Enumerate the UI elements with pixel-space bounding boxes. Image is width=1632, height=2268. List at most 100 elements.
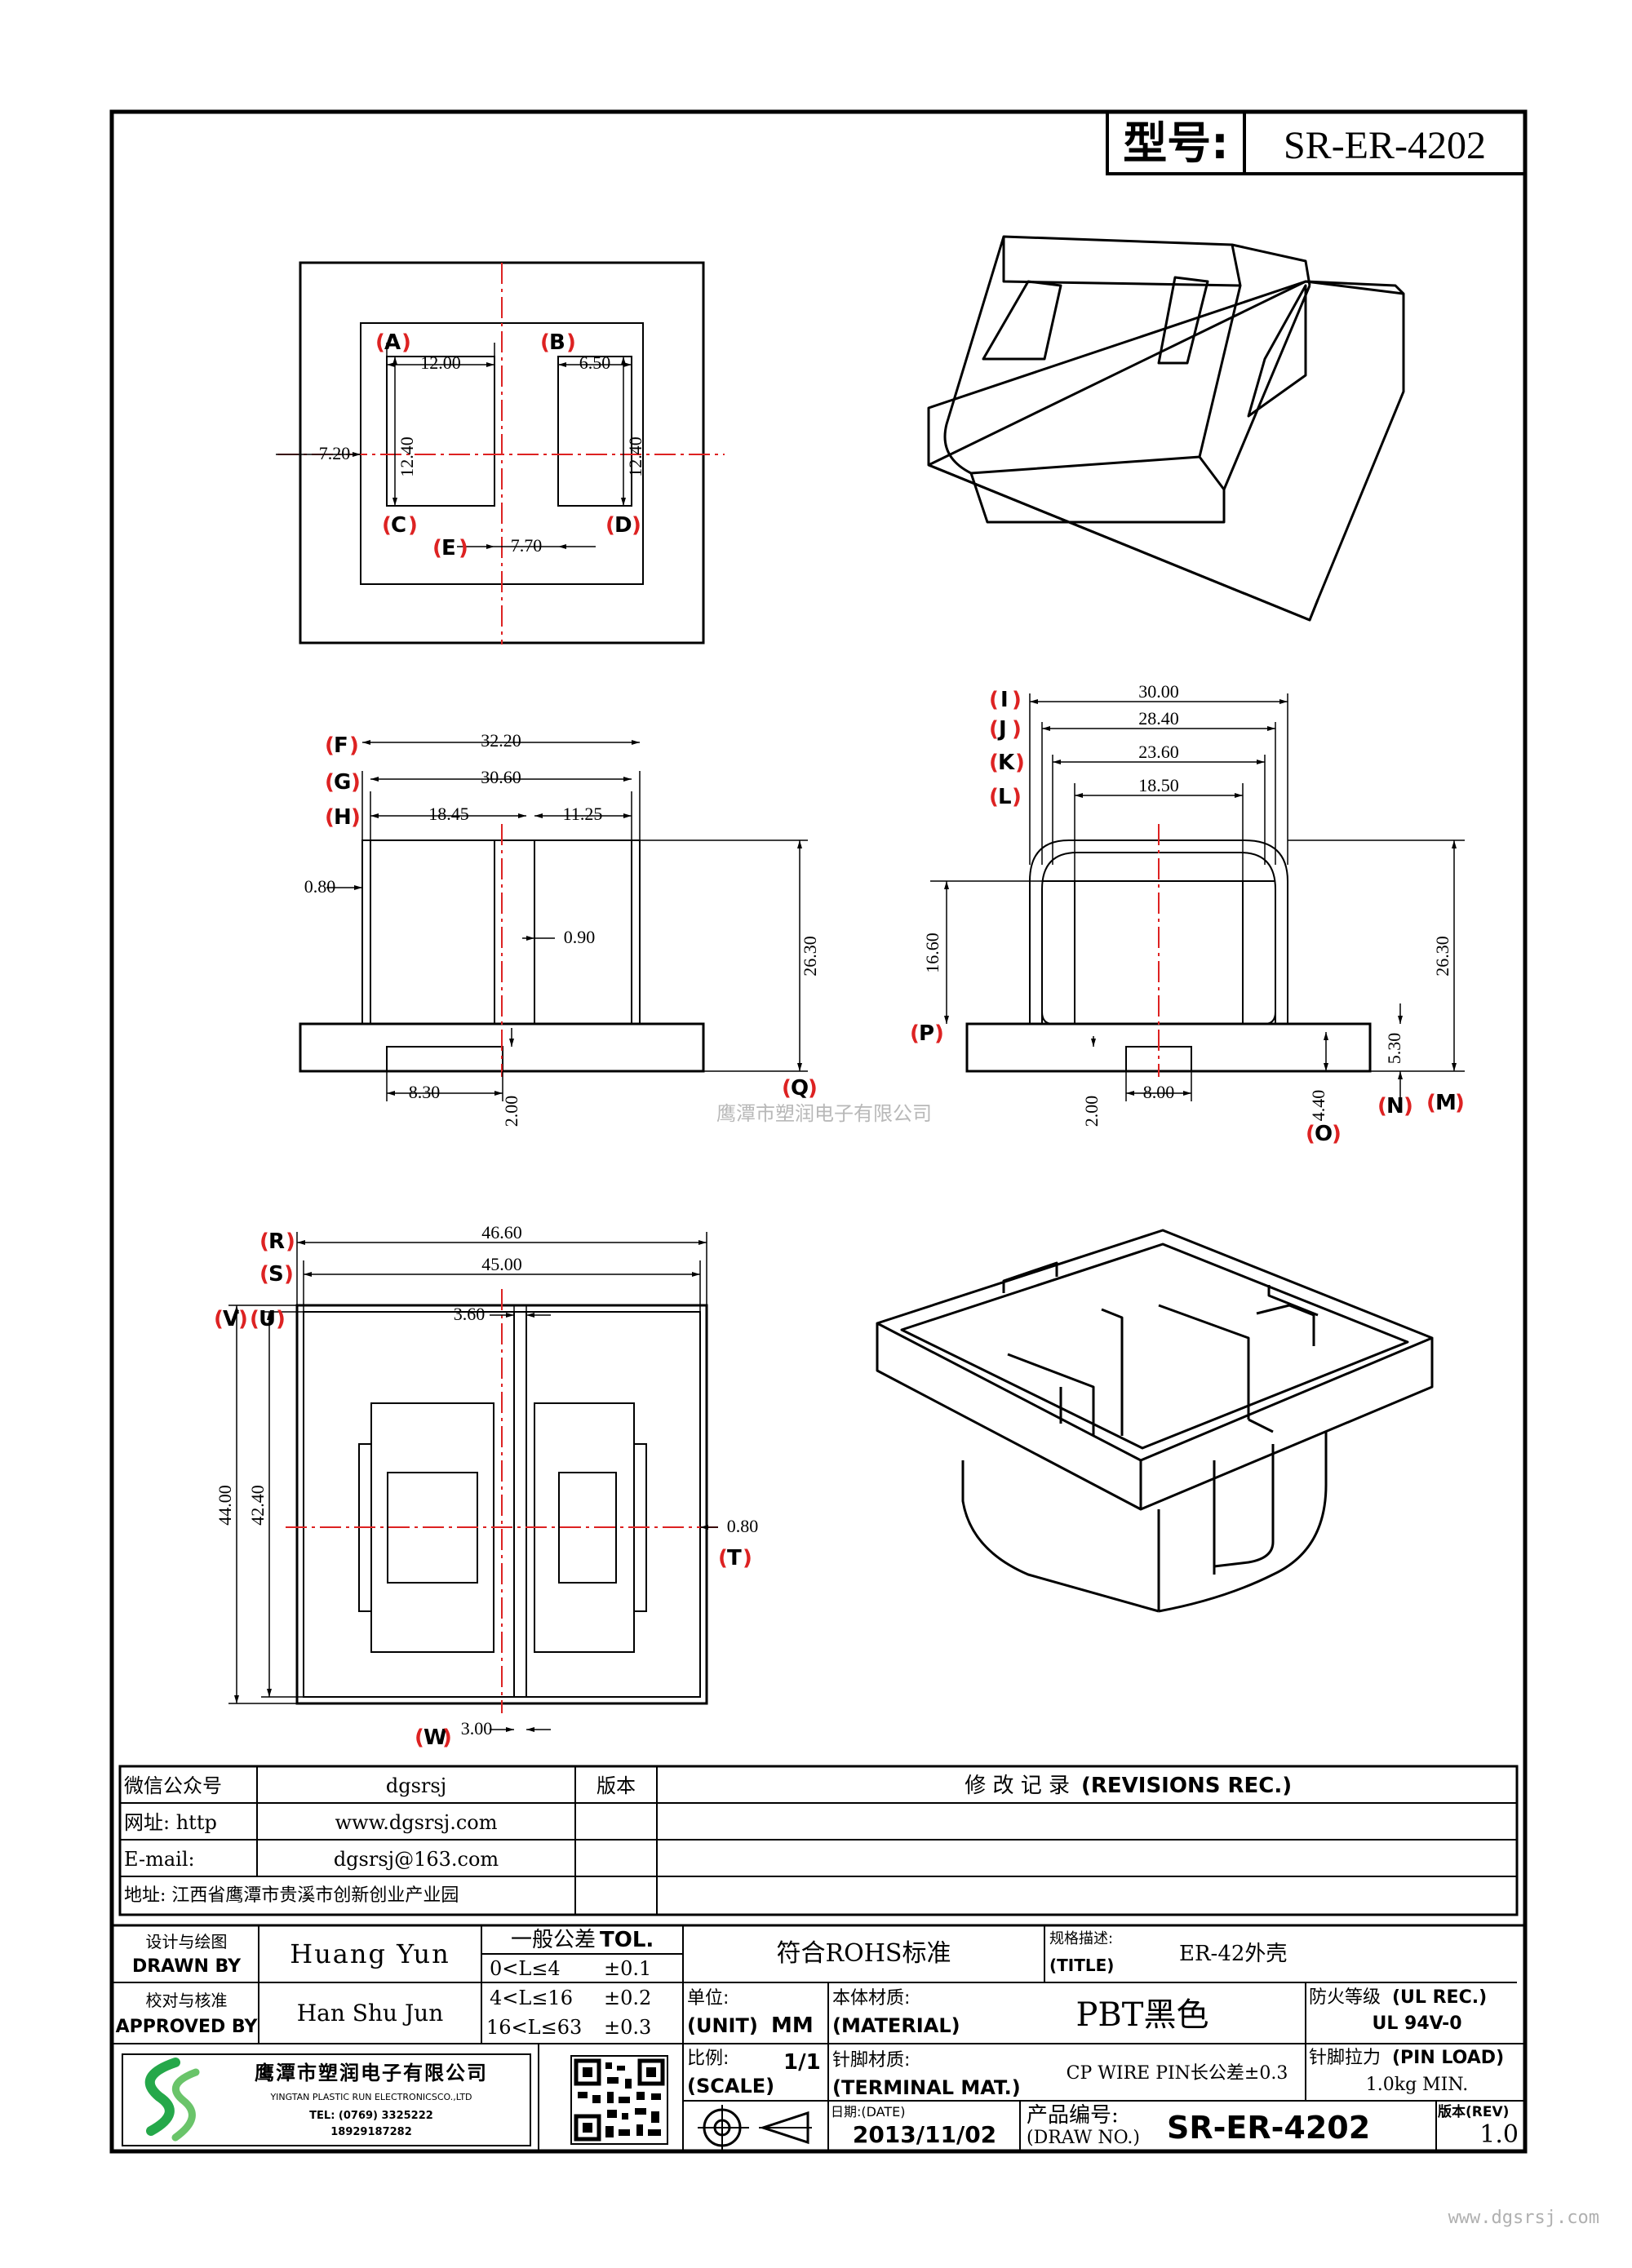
- svg-text:(: (: [259, 1229, 269, 1254]
- svg-text:R: R: [268, 1229, 285, 1254]
- svg-text:D: D: [614, 513, 632, 538]
- marker-e: (E): [432, 536, 468, 560]
- label-website: 网址: http: [124, 1811, 217, 1834]
- address-text: 地址: 江西省鹰潭市贵溪市创新创业产业园: [124, 1885, 459, 1906]
- approved-en: APPROVED BY: [115, 2017, 258, 2037]
- svg-text:(: (: [540, 330, 550, 355]
- dim-bot-t: 0.80: [727, 1516, 759, 1536]
- dim-bot-w: 3.00: [461, 1718, 493, 1739]
- material-label-cn: 本体材质:: [832, 1988, 911, 2009]
- svg-text:): ): [408, 513, 418, 538]
- drawno-label-en: (DRAW NO.): [1027, 2128, 1140, 2148]
- dim-top-e: 7.70: [511, 535, 543, 556]
- svg-text:L: L: [998, 785, 1012, 809]
- material-label-en: (MATERIAL): [832, 2014, 960, 2037]
- marker-layer: (A) (B) (C) (D) (E) (F) (G) (H) (I) (J) …: [214, 330, 1465, 1750]
- svg-text:A: A: [384, 330, 401, 355]
- scale-label-cn: 比例:: [687, 2049, 730, 2069]
- svg-text:(: (: [259, 1262, 269, 1287]
- unit-label-cn: 单位:: [687, 1988, 730, 2009]
- dim-side-j: 28.40: [1138, 708, 1179, 729]
- revisions-header: 修 改 记 录: [965, 1774, 1070, 1798]
- dim-front-slot: 0.90: [564, 927, 596, 947]
- dim-top-b: 6.50: [579, 352, 611, 373]
- marker-l: (L): [989, 785, 1022, 809]
- marker-h: (H): [325, 805, 361, 830]
- marker-v: (V): [214, 1307, 248, 1331]
- scale-value: 1/1: [783, 2050, 821, 2075]
- svg-text:): ): [1012, 717, 1022, 742]
- svg-text:): ): [276, 1307, 286, 1331]
- svg-text:): ): [401, 330, 411, 355]
- approved-name: Han Shu Jun: [296, 1999, 444, 2027]
- tol-val-1: ±0.1: [604, 1957, 652, 1980]
- svg-text:V: V: [223, 1307, 239, 1331]
- spec-value: ER-42外壳: [1179, 1942, 1288, 1966]
- svg-text:P: P: [919, 1021, 934, 1046]
- value-website[interactable]: www.dgsrsj.com: [335, 1811, 498, 1834]
- dim-side-m: 5.30: [1384, 1033, 1404, 1065]
- svg-text:M: M: [1435, 1091, 1457, 1115]
- model-value: SR-ER-4202: [1284, 124, 1486, 167]
- svg-text:(: (: [989, 751, 999, 775]
- svg-text:): ): [808, 1076, 818, 1101]
- dim-side-inner-h: 16.60: [922, 932, 942, 973]
- svg-text:(: (: [415, 1725, 424, 1750]
- terminal-label-en: (TERMINAL MAT.): [832, 2076, 1021, 2099]
- dim-bot-slot: 3.60: [454, 1304, 486, 1324]
- rev-value: 1.0: [1479, 2120, 1519, 2149]
- svg-text:(: (: [718, 1546, 728, 1570]
- rohs-compliance: 符合ROHS标准: [776, 1939, 951, 1968]
- front-view: [299, 740, 808, 1101]
- marker-s: (S): [259, 1262, 294, 1287]
- svg-text:(: (: [1426, 1091, 1436, 1115]
- svg-text:H: H: [334, 805, 352, 830]
- svg-text:): ): [238, 1307, 248, 1331]
- value-email[interactable]: dgsrsj@163.com: [333, 1848, 499, 1871]
- marker-c: (C): [382, 513, 418, 538]
- svg-text:): ): [1332, 1122, 1342, 1146]
- pinload-label-en: (PIN LOAD): [1392, 2048, 1505, 2068]
- dim-side-l: 18.50: [1138, 775, 1179, 795]
- svg-text:(: (: [250, 1307, 259, 1331]
- svg-text:Q: Q: [791, 1076, 809, 1101]
- marker-g: (G): [325, 770, 361, 795]
- value-wechat: dgsrsj: [385, 1774, 447, 1797]
- dim-top-d: 12.40: [625, 436, 645, 477]
- label-wechat: 微信公众号: [124, 1774, 222, 1797]
- dim-front-g: 30.60: [481, 767, 521, 787]
- marker-f: (F): [325, 733, 359, 758]
- svg-text:(: (: [989, 785, 999, 809]
- svg-text:B: B: [549, 330, 565, 355]
- svg-text:): ): [349, 733, 359, 758]
- dim-front-wall: 0.80: [304, 876, 336, 897]
- marker-o: (O): [1306, 1122, 1342, 1146]
- dim-top-a: 12.00: [420, 352, 461, 373]
- approved-cn: 校对与核准: [145, 1991, 228, 2010]
- watermark-footer: www.dgsrsj.com: [1448, 2208, 1599, 2228]
- tol-header-en: TOL.: [600, 1928, 654, 1952]
- svg-text:(: (: [325, 733, 335, 758]
- svg-text:(: (: [382, 513, 392, 538]
- company-logo-icon: [122, 2053, 531, 2146]
- tol-header-cn: 一般公差: [510, 1928, 596, 1952]
- svg-text:): ): [1404, 1094, 1413, 1118]
- svg-text:(: (: [432, 536, 442, 560]
- top-view: [276, 261, 725, 645]
- dim-bot-r: 46.60: [481, 1222, 522, 1243]
- svg-text:E: E: [441, 536, 456, 560]
- bottom-view: [228, 1232, 718, 1732]
- svg-text:T: T: [727, 1546, 742, 1570]
- dim-side-base: 2.00: [1081, 1096, 1102, 1127]
- dim-front-f: 32.20: [481, 730, 521, 751]
- title-block: [110, 1924, 1527, 2153]
- date-label: 日期:(DATE): [831, 2104, 906, 2120]
- svg-text:): ): [1015, 751, 1025, 775]
- fire-value: UL 94V-0: [1372, 2013, 1462, 2034]
- svg-text:(: (: [910, 1021, 920, 1046]
- svg-text:(: (: [1377, 1094, 1387, 1118]
- dim-bot-v: 44.00: [215, 1485, 235, 1526]
- svg-text:): ): [351, 770, 361, 795]
- dim-side-k: 23.60: [1138, 742, 1179, 762]
